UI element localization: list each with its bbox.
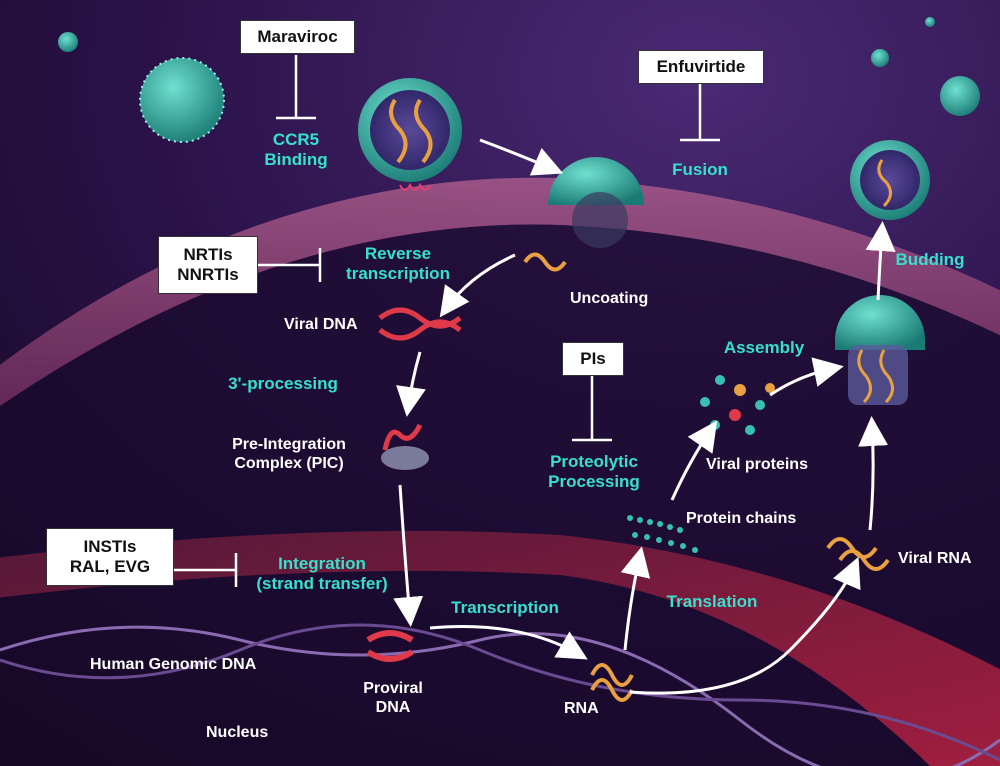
label-protein-chains: Protein chains xyxy=(686,510,797,527)
drug-nrtis-label: NRTIs xyxy=(183,245,233,265)
step-rt-line2: transcription xyxy=(346,264,450,284)
free-virion-large xyxy=(139,57,225,143)
arrow-rna-to-assembly xyxy=(858,416,889,531)
step-integration: Integration (strand transfer) xyxy=(242,554,402,594)
drug-enfuvirtide-box: Enfuvirtide xyxy=(638,50,764,84)
nuclear-pore xyxy=(735,680,755,690)
arrow-entry xyxy=(479,138,564,176)
step-assembly: Assembly xyxy=(723,338,805,357)
arrow-to-viral-dna xyxy=(439,253,516,318)
step-rt-line1: Reverse xyxy=(364,244,432,263)
drug-instis-box: INSTIs RAL, EVG xyxy=(46,528,174,586)
arrow-assembly xyxy=(769,357,844,397)
drug-nnrtis-label: NNRTIs xyxy=(177,265,239,284)
viral-proteins xyxy=(700,375,775,435)
label-human-genomic-dna: Human Genomic DNA xyxy=(90,656,257,673)
label-pic-line2: Complex (PIC) xyxy=(234,454,344,472)
label-uncoating: Uncoating xyxy=(570,290,649,307)
drug-ral-evg-label: RAL, EVG xyxy=(69,557,151,576)
free-virion-small xyxy=(871,49,889,67)
drug-maraviroc-label: Maraviroc xyxy=(257,27,338,47)
step-proteolytic-line2: Processing xyxy=(548,472,640,492)
drug-maraviroc-box: Maraviroc xyxy=(240,20,355,54)
cell-membrane xyxy=(0,177,1000,407)
inhibition-lines xyxy=(172,55,720,587)
step-translation: Translation xyxy=(666,592,758,611)
arrow-budding xyxy=(865,221,896,301)
label-proviral-dna: Proviral DNA xyxy=(358,680,428,718)
arrow-transcription xyxy=(429,625,588,660)
drug-pis-box: PIs xyxy=(562,342,624,376)
budding-virion-released xyxy=(850,140,930,220)
label-pic-line1: Pre-Integration xyxy=(232,436,346,453)
proviral-dna-segment xyxy=(366,630,414,662)
label-pic: Pre-Integration Complex (PIC) xyxy=(214,436,364,474)
free-virion-small xyxy=(940,76,980,116)
free-virion-small xyxy=(58,32,78,52)
pic-complex xyxy=(381,423,429,470)
fusing-virion xyxy=(548,157,644,248)
step-ccr5-line2: Binding xyxy=(264,150,328,170)
label-proviral-line2: DNA xyxy=(375,698,411,716)
step-ccr5-binding: CCR5 Binding xyxy=(256,130,336,170)
step-fusion: Fusion xyxy=(672,160,728,179)
step-3-processing: 3'-processing xyxy=(228,374,338,393)
protein-chains xyxy=(627,515,698,553)
human-genomic-dna xyxy=(0,623,1000,766)
rna-strand xyxy=(590,678,634,702)
label-viral-proteins: Viral proteins xyxy=(706,456,808,473)
label-nucleus: Nucleus xyxy=(206,724,269,741)
step-integration-line1: Integration xyxy=(278,554,366,573)
label-viral-dna: Viral DNA xyxy=(284,316,358,333)
step-proteolytic-processing: Proteolytic Processing xyxy=(540,452,648,492)
step-budding: Budding xyxy=(895,250,965,269)
label-viral-rna: Viral RNA xyxy=(898,550,972,567)
arrow-to-viral-rna xyxy=(629,556,861,695)
viral-dna-helix xyxy=(378,307,462,341)
viral-rna-strand xyxy=(838,549,890,571)
drug-instis-label: INSTIs xyxy=(83,537,137,557)
arrow-to-viral-proteins xyxy=(670,420,718,501)
uncoating-rna xyxy=(523,252,567,272)
drug-enfuvirtide-label: Enfuvirtide xyxy=(656,57,746,77)
arrow-translation xyxy=(620,546,651,651)
assembling-virion xyxy=(835,295,925,405)
label-rna: RNA xyxy=(564,700,599,717)
label-proviral-line1: Proviral xyxy=(363,680,423,697)
step-ccr5-line1: CCR5 xyxy=(272,130,320,149)
nuclear-membrane xyxy=(0,530,1000,766)
arrow-to-proviral xyxy=(393,484,424,627)
step-reverse-transcription: Reverse transcription xyxy=(328,244,468,284)
step-transcription: Transcription xyxy=(451,598,559,617)
lifecycle-arrows xyxy=(393,138,896,695)
drug-pis-label: PIs xyxy=(580,349,606,369)
arrow-to-pic xyxy=(396,351,426,417)
free-virion-small xyxy=(925,17,935,27)
rna-strand xyxy=(590,663,634,687)
step-integration-line2: (strand transfer) xyxy=(256,574,388,594)
binding-virion xyxy=(358,78,462,191)
step-proteolytic-line1: Proteolytic xyxy=(550,452,638,471)
viral-rna-strand xyxy=(826,537,878,559)
drug-nrtis-box: NRTIs NNRTIs xyxy=(158,236,258,294)
